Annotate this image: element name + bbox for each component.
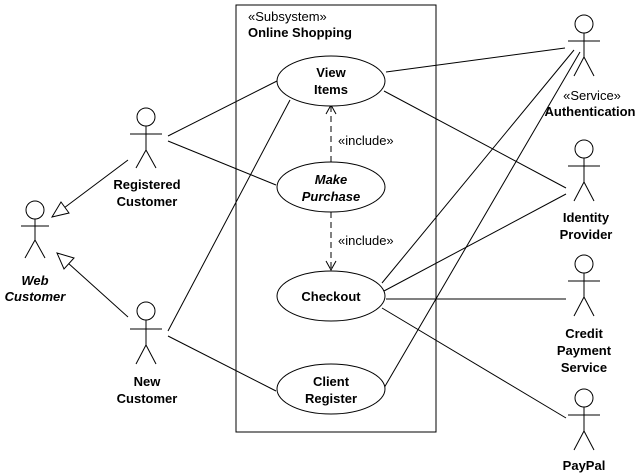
svg-text:Provider: Provider bbox=[560, 227, 613, 242]
svg-text:Items: Items bbox=[314, 82, 348, 97]
gen-registered-line bbox=[63, 159, 129, 209]
assoc-register-authentication bbox=[383, 51, 581, 389]
gen-new-line bbox=[67, 262, 129, 318]
svg-text:Service: Service bbox=[561, 360, 607, 375]
svg-text:Authentication: Authentication bbox=[545, 104, 636, 119]
assoc-checkout-paypal bbox=[381, 307, 567, 419]
svg-text:Checkout: Checkout bbox=[301, 289, 361, 304]
svg-text:PayPal: PayPal bbox=[563, 458, 606, 473]
include-label-2: «include» bbox=[338, 233, 394, 248]
assoc-new-view bbox=[167, 99, 291, 332]
subsystem-stereotype: «Subsystem» bbox=[248, 9, 327, 24]
svg-text:Credit: Credit bbox=[565, 326, 603, 341]
stick-figure-icon bbox=[130, 301, 162, 365]
use-case-client-register[interactable]: Client Register bbox=[276, 363, 386, 415]
gen-registered-arrowhead bbox=[50, 201, 70, 218]
actor-stereotype: «Service» bbox=[563, 88, 621, 103]
actor-new-customer[interactable]: New Customer bbox=[117, 301, 178, 406]
svg-text:Make: Make bbox=[315, 172, 348, 187]
svg-text:Identity: Identity bbox=[563, 210, 610, 225]
use-case-make-purchase[interactable]: Make Purchase bbox=[276, 161, 386, 213]
stick-figure-icon bbox=[130, 107, 162, 169]
subsystem-title: Online Shopping bbox=[248, 25, 352, 40]
svg-text:New: New bbox=[134, 374, 162, 389]
assoc-registered-purchase bbox=[167, 140, 277, 186]
assoc-view-authentication bbox=[385, 47, 566, 73]
svg-text:Register: Register bbox=[305, 391, 357, 406]
actor-registered-customer[interactable]: Registered Customer bbox=[113, 107, 181, 209]
stick-figure-icon bbox=[568, 254, 600, 317]
assoc-view-identity bbox=[383, 90, 567, 189]
svg-text:Payment: Payment bbox=[557, 343, 612, 358]
assoc-new-register bbox=[167, 335, 277, 392]
use-case-checkout[interactable]: Checkout bbox=[276, 270, 386, 322]
actor-web-customer[interactable]: Web Customer bbox=[5, 200, 67, 304]
include-label-1: «include» bbox=[338, 133, 394, 148]
svg-text:Web: Web bbox=[21, 273, 48, 288]
actor-credit-payment-service[interactable]: Credit Payment Service bbox=[557, 254, 612, 375]
stick-figure-icon bbox=[568, 14, 600, 77]
actor-authentication[interactable]: «Service» Authentication bbox=[545, 14, 636, 119]
gen-new-arrowhead bbox=[56, 252, 75, 270]
generalizations bbox=[50, 159, 129, 318]
actor-paypal[interactable]: PayPal bbox=[563, 388, 606, 473]
use-case-view-items[interactable]: View Items bbox=[276, 55, 386, 107]
assoc-registered-view bbox=[167, 80, 278, 137]
stick-figure-icon bbox=[568, 388, 600, 451]
svg-text:Customer: Customer bbox=[117, 194, 178, 209]
stick-figure-icon bbox=[21, 200, 49, 259]
stick-figure-icon bbox=[568, 139, 600, 202]
svg-text:Client: Client bbox=[313, 374, 350, 389]
assoc-checkout-identity bbox=[383, 193, 567, 292]
svg-text:Customer: Customer bbox=[5, 289, 67, 304]
associations bbox=[167, 47, 581, 419]
subsystem-boundary bbox=[235, 4, 437, 433]
svg-text:Purchase: Purchase bbox=[302, 189, 361, 204]
assoc-checkout-authentication bbox=[381, 49, 575, 284]
svg-text:Registered: Registered bbox=[113, 177, 180, 192]
svg-text:View: View bbox=[316, 65, 346, 80]
svg-text:Customer: Customer bbox=[117, 391, 178, 406]
actor-identity-provider[interactable]: Identity Provider bbox=[560, 139, 613, 242]
